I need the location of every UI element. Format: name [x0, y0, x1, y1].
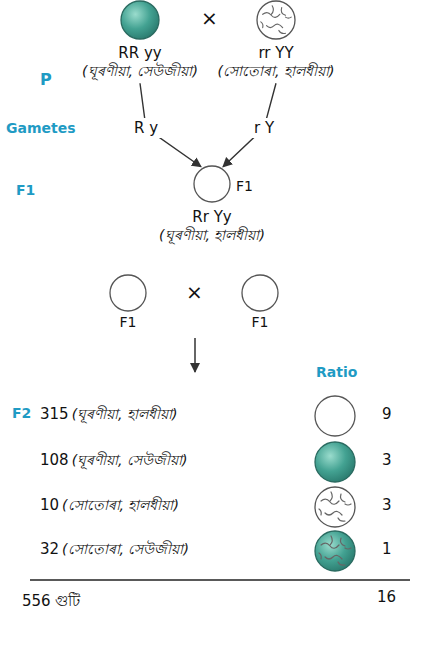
wrinkle-marks [319, 536, 351, 565]
pea-wrinkled-yellow [315, 487, 355, 527]
total-count: 556 গুটি [22, 592, 80, 611]
ratio-total: 16 [377, 588, 396, 607]
pea-shape [241, 274, 279, 312]
phenotype-text: (ঘূৰণীয়া, হালধীয়া) [72, 406, 178, 424]
pea-shape [120, 0, 160, 40]
pea-round-yellow [315, 396, 355, 436]
phenotype-text: (ঘূৰণীয়া, সেউজীয়া) [72, 452, 188, 470]
genotype-text: RR yy [118, 44, 161, 63]
genotype-text: F1 [120, 314, 137, 332]
cross-sign: × [201, 6, 218, 31]
pea-outline [242, 275, 278, 311]
pea-outline [257, 1, 295, 39]
pea-round-green [315, 442, 355, 482]
pea-node: F1 Rr Yy(ঘূৰণীয়া, হালধীয়া) [155, 164, 269, 244]
pea-outline [121, 1, 159, 39]
pea-node: F1 [236, 274, 284, 332]
column-heading: Ratio [316, 364, 357, 382]
gamete-label: r Y [250, 118, 278, 138]
phenotype-text: (সোতোৰা, সেউজীয়া) [62, 541, 189, 559]
generation-label: F1 [236, 178, 253, 196]
wrinkle-marks [261, 6, 291, 34]
ratio-number: 1 [382, 540, 392, 559]
generation-label: Gametes [6, 120, 76, 138]
phenotype-text: (ঘূৰণীয়া, হালধীয়া) [159, 227, 265, 245]
count-number: 315 [40, 405, 69, 424]
genotype-text: rr YY [258, 44, 293, 63]
ratio-number: 9 [382, 405, 392, 424]
pea-wrinkled-green [315, 531, 355, 571]
ratio-number: 3 [382, 496, 392, 515]
gamete-label: R y [130, 118, 162, 138]
genotype-text: F1 [252, 314, 269, 332]
generation-label: P [40, 70, 52, 90]
pea-outline [194, 166, 230, 202]
cross-sign: × [186, 280, 203, 305]
pea-shape [193, 165, 231, 203]
phenotype-text: (ঘূৰণীয়া, সেউজীয়া) [82, 63, 198, 81]
pea-node: RR yy(ঘূৰণীয়া, সেউজীয়া) [78, 0, 202, 80]
phenotype-text: (সোতোৰা, হালধীয়া) [218, 63, 335, 81]
genotype-text: Rr Yy [192, 208, 231, 227]
ratio-number: 3 [382, 451, 392, 470]
pea-shape [256, 0, 296, 40]
pea-node: rr YY(সোতোৰা, হালধীয়া) [214, 0, 339, 80]
generation-label: F1 [16, 182, 35, 200]
wrinkle-marks [319, 492, 351, 521]
pea-outline [110, 275, 146, 311]
generation-label: F2 [12, 405, 31, 423]
cross-arrow [194, 338, 196, 372]
pea-shape [109, 274, 147, 312]
phenotype-text: (সোতোৰা, হালধীয়া) [62, 497, 179, 515]
total-rule [30, 579, 410, 580]
count-number: 32 [40, 540, 59, 559]
pea-node: F1 [104, 274, 152, 332]
count-number: 108 [40, 451, 69, 470]
count-number: 10 [40, 496, 59, 515]
